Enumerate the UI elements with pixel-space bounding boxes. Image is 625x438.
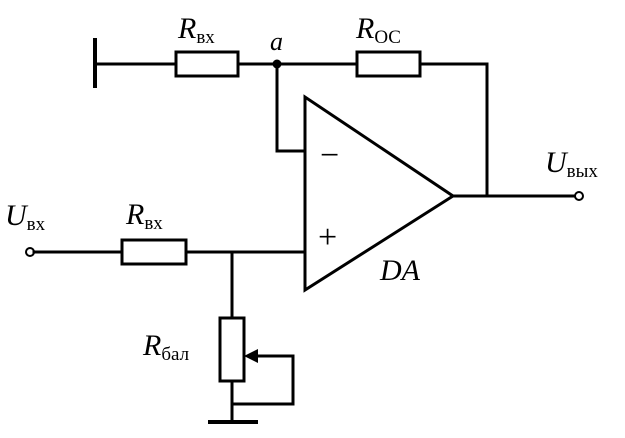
resistor-r-in-bottom	[120, 238, 188, 266]
label-node-a: a	[270, 27, 283, 56]
label-u-out: Uвых	[545, 146, 598, 182]
output-terminal	[574, 191, 584, 201]
resistor-r-bal	[218, 316, 246, 383]
resistor-r-in-top	[174, 50, 240, 78]
label-r-bal: Rбал	[142, 329, 190, 365]
label-r-in-bottom: Rвх	[125, 198, 163, 234]
label-opamp-da: DA	[379, 254, 421, 287]
resistor-r-feedback	[355, 50, 422, 78]
opamp-triangle	[303, 94, 456, 293]
label-u-in: Uвх	[5, 199, 46, 235]
label-r-feedback: RОС	[355, 12, 401, 48]
wiper-arrow-icon	[244, 349, 258, 363]
label-r-in-top: Rвх	[177, 12, 215, 48]
label-inverting-input: −	[320, 137, 339, 174]
label-noninverting-input: +	[318, 219, 337, 256]
